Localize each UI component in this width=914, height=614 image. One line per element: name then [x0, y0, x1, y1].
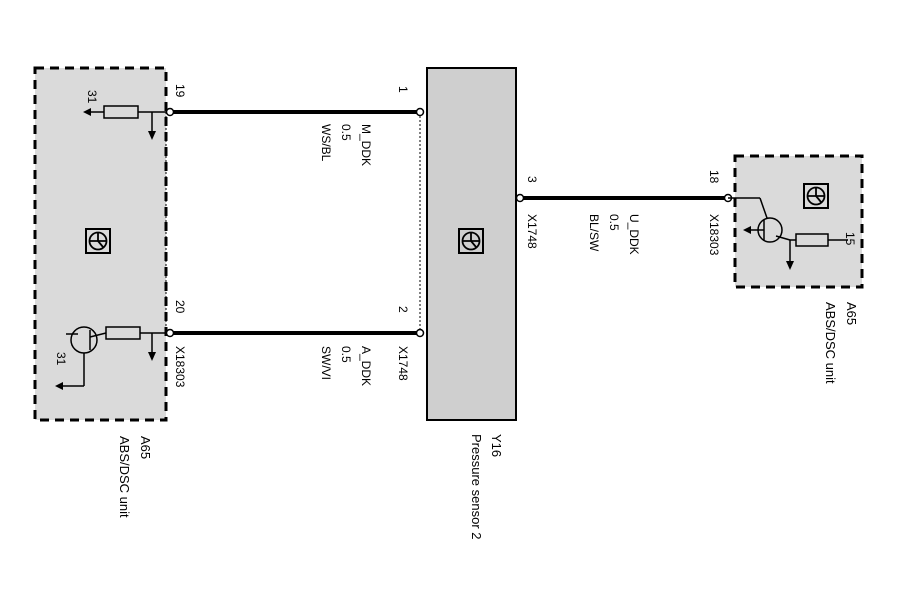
pin-label-18: 18	[707, 170, 721, 184]
ground-pin-label: 31	[54, 352, 68, 366]
ground-pin-label: 31	[85, 90, 99, 104]
wire-color-label: SW/VI	[319, 346, 333, 380]
ground-arrow-icon	[55, 382, 63, 390]
wire-size-label: 0.5	[339, 346, 353, 363]
sensor-id: Y16	[489, 434, 504, 457]
sensor-connector-label-right: X1748	[525, 214, 539, 249]
ground-arrow-icon	[786, 261, 794, 270]
left-connector-label: X18303	[173, 346, 187, 388]
wire-signal-label: A_DDK	[359, 346, 373, 386]
wire-a-ddk: A_DDK 0.5 SW/VI	[165, 328, 425, 386]
left-unit-name: ABS/DSC unit	[117, 436, 132, 518]
pin-label-19: 19	[173, 84, 187, 98]
left-unit-id: A65	[138, 436, 153, 459]
right-unit-box	[733, 154, 864, 289]
pin-label-1: 1	[396, 86, 410, 93]
pressure-sensor: 1 2 X1748 3 X1748 Y16 Pressure sensor 2	[396, 67, 539, 540]
ground-arrow-icon	[743, 226, 751, 234]
wire-m-ddk: M_DDK 0.5 WS/BL	[165, 107, 425, 166]
wire-color-label: BL/SW	[587, 214, 601, 252]
ground-arrow-icon	[148, 131, 156, 140]
sensor-connector-label-bottom: X1748	[396, 346, 410, 381]
wire-color-label: WS/BL	[319, 124, 333, 162]
right-abs-dsc-unit: 15 18 X18303 A65 ABS/DSC unit	[707, 154, 864, 384]
ground-arrow-icon	[83, 108, 91, 116]
wire-signal-label: U_DDK	[627, 214, 641, 255]
right-connector-label: X18303	[707, 214, 721, 256]
sensor-name: Pressure sensor 2	[469, 434, 484, 540]
pin-label-20: 20	[173, 300, 187, 314]
wire-u-ddk: U_DDK 0.5 BL/SW	[515, 193, 733, 255]
left-abs-dsc-unit: 31 31 19 20 X18303 A65 ABS/DSC unit	[33, 66, 187, 518]
pressure-sensor-box	[426, 67, 517, 421]
right-transistor-circuit	[728, 197, 848, 262]
ground-arrow-icon	[148, 352, 156, 361]
right-unit-id: A65	[844, 302, 859, 325]
pin-label-2: 2	[396, 306, 410, 313]
wire-size-label: 0.5	[607, 214, 621, 231]
left-bottom-transistor-circuit	[60, 326, 166, 387]
ground-pin-label: 15	[843, 232, 857, 246]
wire-signal-label: M_DDK	[359, 124, 373, 166]
wire-size-label: 0.5	[339, 124, 353, 141]
pin-label-3: 3	[525, 176, 539, 183]
right-unit-name: ABS/DSC unit	[823, 302, 838, 384]
